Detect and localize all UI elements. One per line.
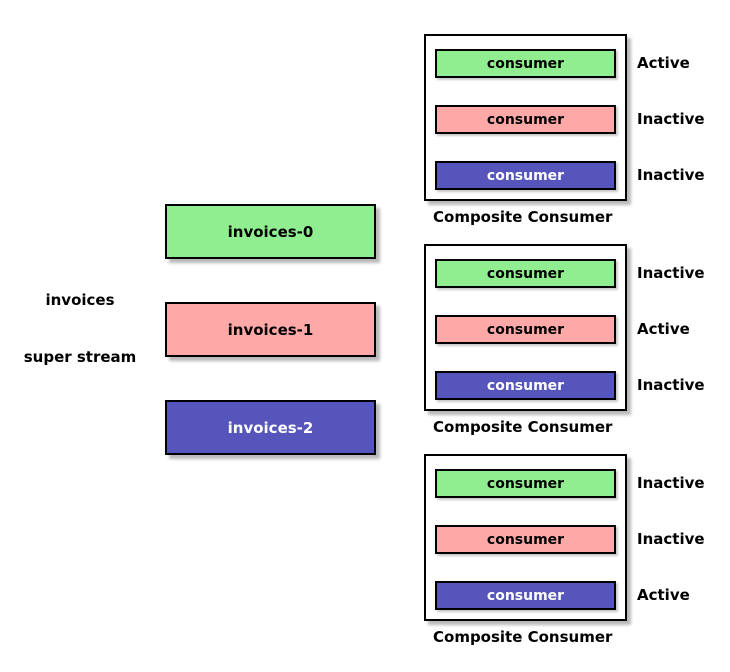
consumer-status-badge: Inactive xyxy=(637,530,705,548)
consumer-label: consumer xyxy=(486,167,565,184)
consumer-bar-blue[interactable]: consumer xyxy=(435,581,616,610)
consumer-label: consumer xyxy=(486,265,565,282)
consumer-bar-pink[interactable]: consumer xyxy=(435,105,616,134)
consumer-status-badge: Inactive xyxy=(637,264,705,282)
consumer-bar-green[interactable]: consumer xyxy=(435,259,616,288)
consumer-bar-pink[interactable]: consumer xyxy=(435,315,616,344)
consumer-status-badge: Inactive xyxy=(637,110,705,128)
consumer-bar-green[interactable]: consumer xyxy=(435,49,616,78)
consumer-label: consumer xyxy=(486,321,565,338)
consumer-status-badge: Active xyxy=(637,586,690,604)
partition-label: invoices-2 xyxy=(227,418,314,437)
consumer-status-badge: Inactive xyxy=(637,376,705,394)
consumer-status-badge: Inactive xyxy=(637,474,705,492)
consumer-label: consumer xyxy=(486,587,565,604)
consumer-label: consumer xyxy=(486,111,565,128)
composite-consumer-caption: Composite Consumer xyxy=(433,418,613,436)
composite-consumer-caption: Composite Consumer xyxy=(433,208,613,226)
consumer-status-badge: Active xyxy=(637,320,690,338)
composite-consumer-group-2[interactable]: consumer consumer consumer xyxy=(424,244,627,411)
composite-consumer-group-1[interactable]: consumer consumer consumer xyxy=(424,34,627,201)
composite-consumer-group-3[interactable]: consumer consumer consumer xyxy=(424,454,627,621)
consumer-label: consumer xyxy=(486,377,565,394)
consumer-bar-blue[interactable]: consumer xyxy=(435,161,616,190)
partition-box-invoices-2[interactable]: invoices-2 xyxy=(165,400,376,455)
consumer-label: consumer xyxy=(486,475,565,492)
consumer-bar-green[interactable]: consumer xyxy=(435,469,616,498)
consumer-status-badge: Inactive xyxy=(637,166,705,184)
consumer-bar-blue[interactable]: consumer xyxy=(435,371,616,400)
partition-box-invoices-0[interactable]: invoices-0 xyxy=(165,204,376,259)
partition-label: invoices-0 xyxy=(227,222,314,241)
consumer-bar-pink[interactable]: consumer xyxy=(435,525,616,554)
consumer-status-badge: Active xyxy=(637,54,690,72)
super-stream-name-label: invoices xyxy=(45,291,115,309)
partition-label: invoices-1 xyxy=(227,320,314,339)
partition-box-invoices-1[interactable]: invoices-1 xyxy=(165,302,376,357)
consumer-label: consumer xyxy=(486,55,565,72)
consumer-label: consumer xyxy=(486,531,565,548)
super-stream-kind-label: super stream xyxy=(23,348,137,366)
composite-consumer-caption: Composite Consumer xyxy=(433,628,613,646)
